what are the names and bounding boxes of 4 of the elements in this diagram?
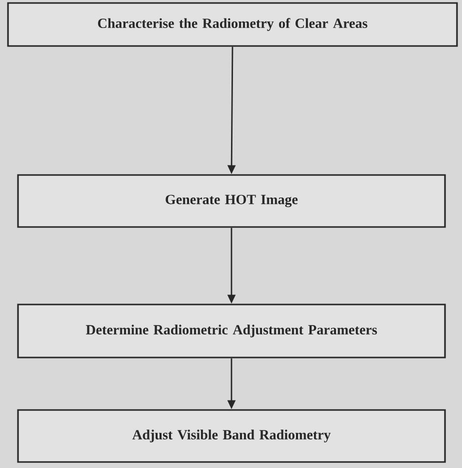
process-box: Adjust Visible Band Radiometry xyxy=(17,409,446,463)
process-box: Characterise the Radiometry of Clear Areas xyxy=(7,2,458,47)
process-box: Generate HOT Image xyxy=(17,174,446,228)
process-box: Determine Radiometric Adjustment Parameters xyxy=(17,304,446,358)
